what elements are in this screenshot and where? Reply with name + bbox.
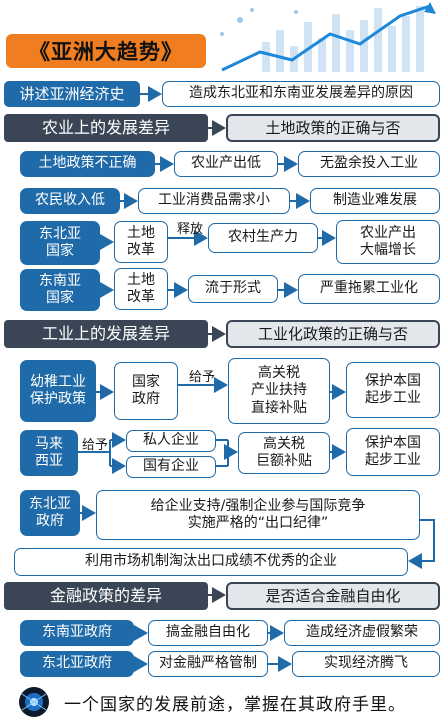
agri-manufacturing-hard: 制造业难发展 (310, 188, 440, 214)
industry-give-label-1: 给予 (188, 370, 215, 385)
industry-protect-domestic-1: 保护本国 起步工业 (346, 362, 440, 418)
intro-result: 造成东北亚和东南亚发展差异的原因 (162, 81, 440, 107)
agri-heading: 农业上的发展差异 (4, 114, 208, 142)
finance-heading: 金融政策的差异 (4, 582, 208, 610)
agri-release-label: 释放 (176, 222, 203, 237)
industry-northeast-government: 东北亚 政府 (20, 490, 80, 536)
agri-land-policy-wrong: 土地政策不正确 (20, 151, 155, 177)
agri-summary: 土地政策的正确与否 (226, 114, 440, 142)
footer-quote: 一个国家的发展前途，掌握在其政府手里。 (64, 694, 406, 715)
agri-low-demand: 工业消费品需求小 (138, 188, 290, 214)
agri-drag-industrialization: 严重拖累工业化 (298, 274, 440, 304)
finance-northeast-government: 东北亚政府 (20, 651, 134, 677)
agri-low-output: 农业产出低 (174, 151, 278, 177)
finance-liberalization: 搞金融自由化 (148, 620, 268, 646)
agri-no-surplus: 无盈余投入工业 (298, 151, 440, 177)
industry-summary: 工业化政策的正确与否 (226, 320, 440, 348)
agri-output-growth: 农业产出 大幅增长 (336, 220, 440, 264)
industry-export-discipline: 给企业支持/强制企业参与国际竞争 实施严格的“出口纪律” (96, 490, 420, 540)
industry-give-label-2: 给予 (81, 438, 108, 453)
intro-label: 讲述亚洲经济史 (4, 81, 140, 107)
industry-tariff-huge-subsidy: 高关税 巨额补贴 (238, 432, 330, 474)
finance-economic-takeoff: 实现经济腾飞 (292, 651, 440, 677)
agri-formality: 流于形式 (188, 275, 278, 303)
header-chart-graphic (220, 2, 436, 72)
finance-summary: 是否适合金融自由化 (226, 582, 440, 610)
finance-southeast-government: 东南亚政府 (20, 620, 134, 646)
agri-rural-productivity: 农村生产力 (208, 223, 318, 253)
finance-false-prosperity: 造成经济虚假繁荣 (284, 620, 440, 646)
avatar-icon (19, 687, 49, 717)
industry-infant-protection: 幼稚工业 保护政策 (20, 360, 96, 422)
industry-protect-domestic-2: 保护本国 起步工业 (346, 428, 440, 476)
industry-market-mechanism: 利用市场机制淘汰出口成绩不优秀的企业 (14, 548, 408, 576)
industry-state-enterprise: 国有企业 (126, 456, 216, 478)
industry-tariff-support-subsidy: 高关税 产业扶持 直接补贴 (228, 358, 330, 424)
industry-heading: 工业上的发展差异 (4, 320, 208, 348)
agri-northeast-asia: 东北亚 国家 (20, 221, 100, 265)
agri-farmer-income-low: 农民收入低 (20, 188, 120, 214)
industry-malaysia: 马来 西亚 (20, 430, 78, 476)
agri-southeast-asia: 东南亚 国家 (20, 269, 100, 311)
finance-strict-control: 对金融严格管制 (148, 651, 268, 677)
agri-se-land-reform: 土地 改革 (114, 268, 168, 310)
footer-bar: 一个国家的发展前途，掌握在其政府手里。 (0, 684, 448, 720)
industry-state-government: 国家 政府 (114, 362, 178, 420)
industry-private-enterprise: 私人企业 (126, 430, 216, 452)
agri-ne-land-reform: 土地 改革 (114, 221, 168, 263)
page-title: 《亚洲大趋势》 (6, 34, 206, 68)
